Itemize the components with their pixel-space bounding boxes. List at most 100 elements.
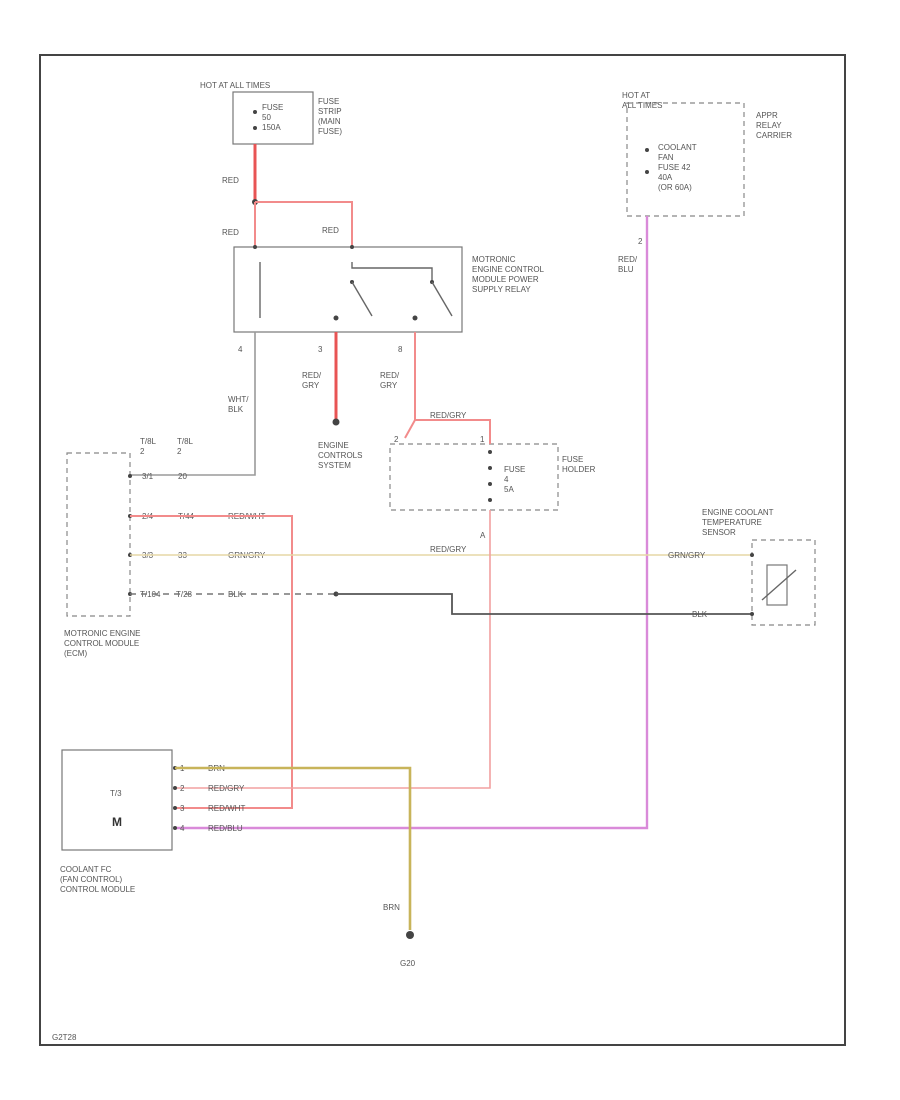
relay-bus xyxy=(351,262,433,282)
wire-blk-solid[interactable] xyxy=(336,593,752,615)
main-fuse-text-line: FUSE xyxy=(262,103,283,112)
relay-title-line: MODULE POWER xyxy=(472,275,539,284)
relay-pin-4: 4 xyxy=(238,345,243,354)
ecm-label-line: MOTRONIC ENGINE xyxy=(64,629,140,638)
wire-label-red-gry-right-line: GRY xyxy=(380,381,398,390)
wire-label-wht-blk-line: BLK xyxy=(228,405,244,414)
fuse-holder-fuse-text-line: FUSE xyxy=(504,465,525,474)
fan-term-2 xyxy=(173,786,177,790)
wire-brn-ground[interactable] xyxy=(175,766,412,930)
coolant-fuse-text-line: COOLANT xyxy=(658,143,697,152)
relay-pin-3: 3 xyxy=(318,345,323,354)
fuse-holder-term-1 xyxy=(488,450,492,454)
ecm-conn-2-line: 2 xyxy=(177,447,182,456)
fan-control-module: T/3 M COOLANT FC(FAN CONTROL)CONTROL MOD… xyxy=(60,749,245,894)
main-fuse-strip-label-line: FUSE) xyxy=(318,127,342,136)
wire-red-blu[interactable] xyxy=(175,216,649,830)
fan-row-4-pin: 4 xyxy=(180,824,185,833)
fan-row-3-pin: 3 xyxy=(180,804,185,813)
main-fuse-text-line: 50 xyxy=(262,113,271,122)
ecm-row-1-term: 20 xyxy=(178,472,187,481)
fuse-holder-fuse-text-line: 4 xyxy=(504,475,509,484)
ecm-label-line: CONTROL MODULE xyxy=(64,639,139,648)
ground-label: G20 xyxy=(400,959,416,968)
fan-module-inner-top: T/3 xyxy=(110,789,122,798)
wire-red-gry-fuse-to-fan[interactable] xyxy=(175,510,491,789)
fan-module-inner-letter: M xyxy=(112,815,122,829)
wire-red-gry-fuse-holder[interactable] xyxy=(404,332,416,439)
fan-row-2-wire: RED/GRY xyxy=(208,784,245,793)
relay-out-1 xyxy=(333,315,339,321)
coolant-sensor-wire-bottom: BLK xyxy=(692,610,708,619)
wire-red-gry-top[interactable] xyxy=(415,419,491,444)
engine-controls-label-line: ENGINE xyxy=(318,441,349,450)
main-fuse-strip-label-line: STRIP xyxy=(318,107,342,116)
coolant-fuse-text-line: FUSE 42 xyxy=(658,163,691,172)
ecm-term-1 xyxy=(128,474,132,478)
coolant-fuse-carrier-label-line: APPR xyxy=(756,111,778,120)
fuse-holder-label-line: HOLDER xyxy=(562,465,596,474)
coolant-fuse-term-1 xyxy=(645,148,649,152)
coolant-fuse-wire-label-line: RED/ xyxy=(618,255,638,264)
fuse-holder-term-4 xyxy=(488,498,492,502)
relay-title-line: SUPPLY RELAY xyxy=(472,285,531,294)
wire-red-splice-to-relay-right[interactable] xyxy=(255,201,353,246)
relay-box xyxy=(233,246,463,333)
relay-contact-1 xyxy=(351,281,373,317)
wire-label-red-gry-mid-line: GRY xyxy=(302,381,320,390)
coolant-sensor-term-1 xyxy=(750,553,754,557)
fan-module-box xyxy=(61,749,173,851)
main-fuse-text-line: 150A xyxy=(262,123,281,132)
wire-wht-blk[interactable] xyxy=(130,332,256,476)
ecm-box xyxy=(66,452,131,617)
coolant-sensor-box xyxy=(751,539,816,626)
ecm-conn-1-line: T/8L xyxy=(140,437,157,446)
coolant-fuse-term-2 xyxy=(645,170,649,174)
fuse-holder-pin-right: 1 xyxy=(480,435,485,444)
coolant-sensor-label-line: TEMPERATURE xyxy=(702,518,762,527)
wire-label-red-gry-right: RED/GRY xyxy=(380,371,400,390)
wire-red-wht[interactable] xyxy=(130,515,293,809)
relay-term-1 xyxy=(253,245,257,249)
wire-label-red-2: RED xyxy=(222,228,239,237)
relay-out-2 xyxy=(412,315,418,321)
coolant-fuse-carrier-label-line: RELAY xyxy=(756,121,782,130)
fuse-holder-box xyxy=(389,443,559,511)
relay-term-2 xyxy=(350,245,354,249)
fan-module-label-line: COOLANT FC xyxy=(60,865,112,874)
fan-row-4-wire: RED/BLU xyxy=(208,824,243,833)
ecm-conn-2-line: T/8L xyxy=(177,437,194,446)
coolant-fuse-hot-label-line: ALL TIMES xyxy=(622,101,662,110)
relay-title-line: ENGINE CONTROL xyxy=(472,265,545,274)
wire-label-red-gry-mid: RED/GRY xyxy=(302,371,322,390)
main-fuse-box xyxy=(232,91,314,145)
fan-term-3 xyxy=(173,806,177,810)
fan-row-2-pin: 2 xyxy=(180,784,185,793)
main-fuse-hot-label: HOT AT ALL TIMES xyxy=(200,81,270,90)
fuse-holder-term-2 xyxy=(488,466,492,470)
ecm-conn-1-line: 2 xyxy=(140,447,145,456)
ecm-row-4-pin: T/104 xyxy=(140,590,161,599)
fuse-holder-term-3 xyxy=(488,482,492,486)
fan-row-3-wire: RED/WHT xyxy=(208,804,245,813)
coolant-fuse-text-line: FAN xyxy=(658,153,674,162)
ecm-row-4-term: T/28 xyxy=(176,590,193,599)
coolant-fuse-hot-label-line: HOT AT xyxy=(622,91,650,100)
ecm-row-1-pin: 3/1 xyxy=(142,472,154,481)
coolant-fuse-text-line: (OR 60A) xyxy=(658,183,692,192)
